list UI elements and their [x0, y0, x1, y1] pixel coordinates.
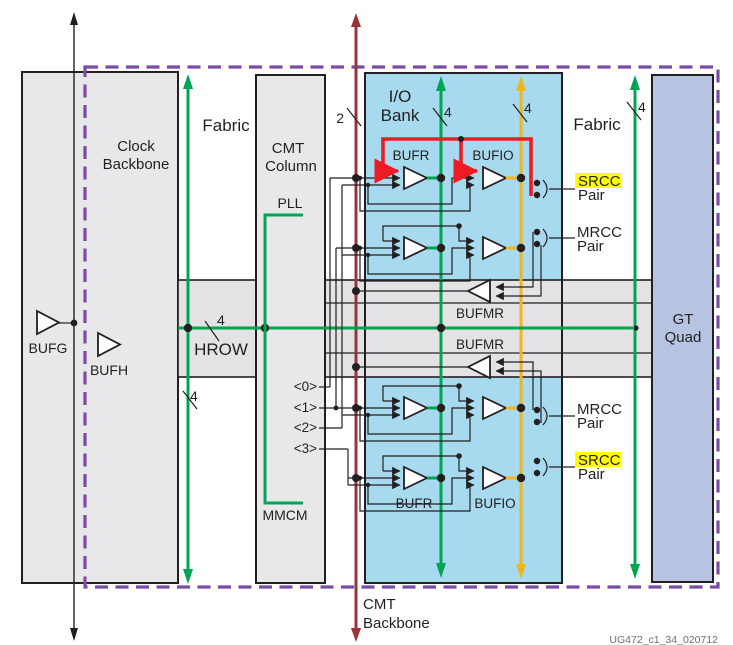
srcc-bottom-label: SRCC: [578, 452, 621, 469]
cmt-backbone-label-2: Backbone: [363, 615, 430, 632]
bus-width-fabric-right: 4: [638, 99, 646, 115]
bufg-label: BUFG: [29, 340, 68, 356]
srcc-top-label: SRCC: [578, 173, 621, 190]
bus-width-marks: [182, 101, 642, 410]
buffer-top-input-net-mrcc-bottom: [382, 383, 475, 406]
bufmr-bottom-buffer: [352, 354, 542, 423]
bus-width-io: 4: [444, 104, 452, 120]
srcc-bottom-pair-label: Pair: [578, 466, 605, 483]
hrow-band-inner-lines: [325, 302, 652, 354]
mrcc-top-pair-label: Pair: [577, 238, 604, 255]
cmt-pll-mmcm-clock-line: [263, 213, 303, 505]
bufr-bottom-label: BUFR: [396, 496, 433, 511]
cmt-select-label-1: <1>: [294, 400, 317, 415]
cmt-select-routing-wires: [319, 173, 401, 490]
io-bank-label-1: I/O: [389, 87, 412, 106]
hrow-clock-line: [178, 323, 639, 333]
bus-width-hrow: 4: [217, 312, 225, 328]
cmt-column-label-2: Column: [265, 158, 317, 175]
cmt-backbone-label-1: CMT: [363, 596, 396, 613]
mrcc-bottom-pair-label: Pair: [577, 415, 604, 432]
pll-label: PLL: [278, 195, 303, 211]
boundary-dashed-outline: [83, 65, 720, 589]
bufh-label: BUFH: [90, 362, 128, 378]
io-bank-label-2: Bank: [381, 106, 420, 125]
fabric-left-label: Fabric: [202, 116, 250, 135]
bus-width-cmt: 2: [336, 110, 344, 126]
gt-quad-label-1: GT: [673, 311, 694, 328]
buffer-top-input-net-mrcc-top: [382, 223, 475, 246]
mrcc-bottom-label: MRCC: [577, 401, 622, 418]
bufh-buffer-icon: [97, 331, 122, 358]
fabric-right-label: Fabric: [573, 115, 621, 134]
srcc-bottom-highlight: [575, 452, 621, 467]
bus-width-fabric-left: 4: [190, 388, 198, 404]
bufmr-top-buffer: [352, 232, 542, 304]
mrcc-top-label: MRCC: [577, 224, 622, 241]
cmt-select-label-3: <3>: [294, 441, 317, 456]
srcc-top-highlight: [575, 173, 621, 188]
hrow-label: HROW: [194, 340, 248, 359]
srcc-highlight-path-red: [374, 136, 533, 196]
clock-backbone-label-2: Backbone: [103, 156, 170, 173]
bufio-top-label: BUFIO: [472, 148, 513, 163]
bufio-bottom-label: BUFIO: [474, 496, 515, 511]
mmcm-label: MMCM: [262, 507, 307, 523]
bufmr-top-label: BUFMR: [456, 306, 504, 321]
figure-reference-number: UG472_c1_34_020712: [609, 634, 718, 645]
global-clock-spine-line: [70, 12, 78, 641]
bufmr-bottom-label: BUFMR: [456, 337, 504, 352]
cmt-column-label-1: CMT: [272, 140, 305, 157]
bus-width-byte: 4: [524, 100, 532, 116]
bufg-buffer-icon: [36, 309, 78, 336]
gt-quad-label-2: Quad: [665, 329, 702, 346]
srcc-top-pair-label: Pair: [578, 187, 605, 204]
cmt-select-label-2: <2>: [294, 420, 317, 435]
gt-quad-box: [651, 74, 714, 583]
bufr-top-label: BUFR: [393, 148, 430, 163]
clock-backbone-label-1: Clock: [117, 138, 155, 155]
cmt-select-label-0: <0>: [294, 379, 317, 394]
buffer-top-input-net-srcc-bottom: [382, 453, 475, 476]
